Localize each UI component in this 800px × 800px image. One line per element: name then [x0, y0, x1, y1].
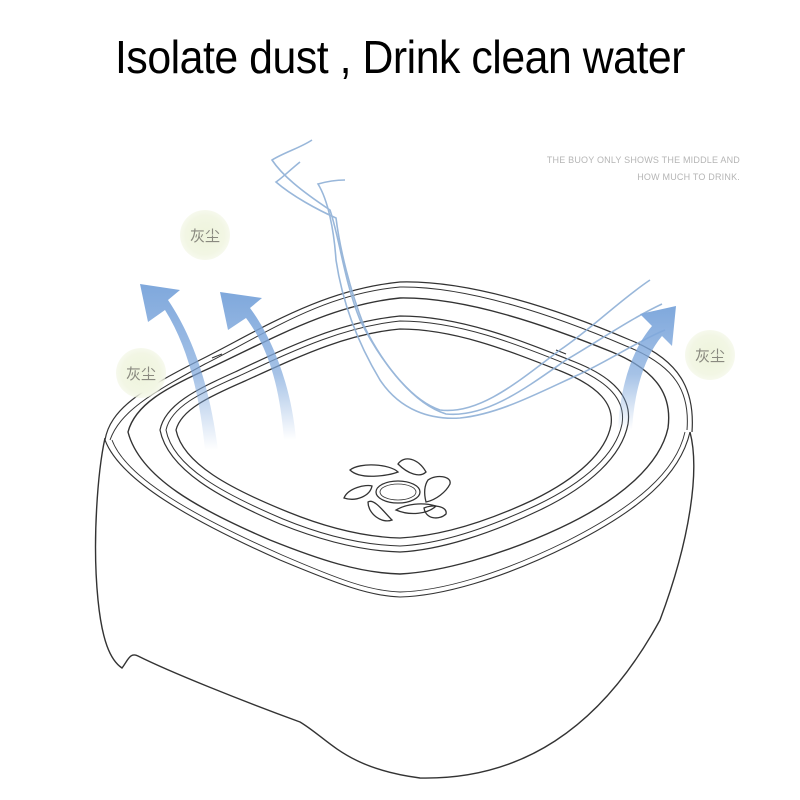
- dust-bubble-right: 灰尘: [685, 330, 735, 380]
- water-lines: [270, 139, 666, 420]
- dust-label: 灰尘: [189, 226, 220, 245]
- bowl-rim: [104, 281, 693, 598]
- upward-arrow-icon: [618, 306, 676, 430]
- buoy-flower-icon: [343, 458, 451, 522]
- buoy-note: THE BUOY ONLY SHOWS THE MIDDLE AND HOW M…: [547, 152, 740, 186]
- bowl-body: [94, 431, 695, 779]
- dust-bubble-top: 灰尘: [180, 210, 230, 260]
- buoy-note-line-2: HOW MUCH TO DRINK.: [637, 172, 740, 182]
- dust-label: 灰尘: [125, 364, 156, 383]
- buoy-note-line-1: THE BUOY ONLY SHOWS THE MIDDLE AND: [546, 155, 740, 165]
- dust-bubble-left: 灰尘: [116, 348, 166, 398]
- upward-arrow-icon: [220, 292, 296, 440]
- upward-arrow-icon: [140, 284, 218, 450]
- headline: Isolate dust , Drink clean water: [114, 31, 686, 83]
- dust-label: 灰尘: [694, 346, 725, 365]
